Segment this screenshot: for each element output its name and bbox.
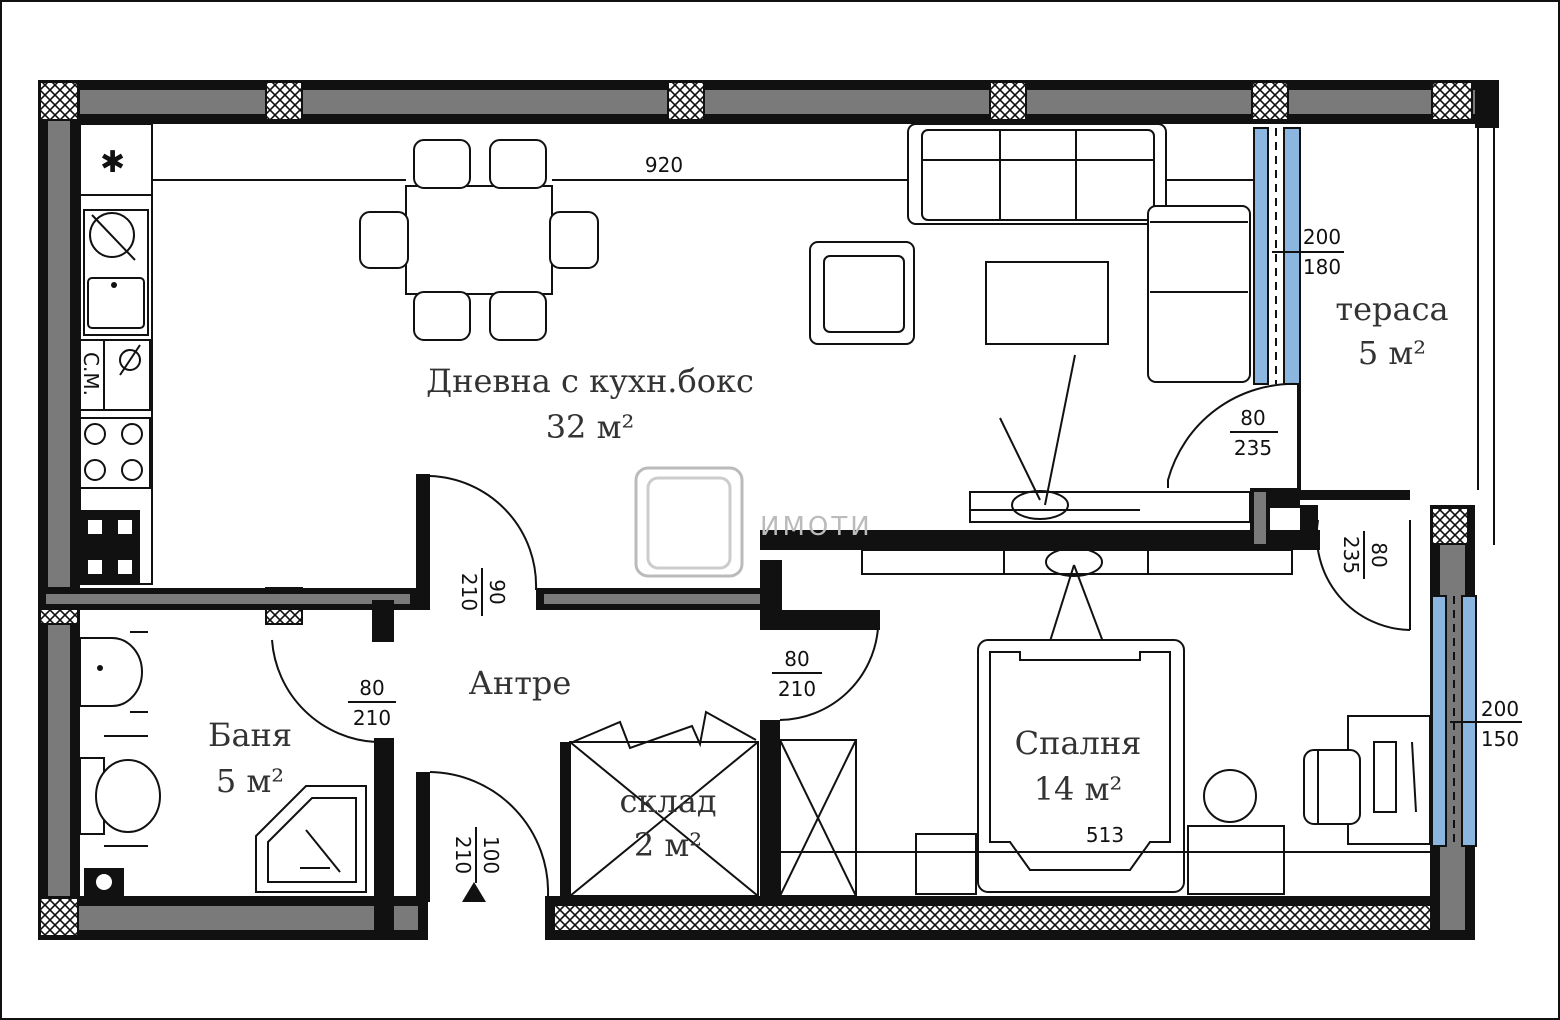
watermark: ИМОТИ bbox=[760, 512, 873, 542]
windows bbox=[1253, 127, 1477, 847]
storage-fixtures bbox=[567, 710, 857, 897]
door-bath-bottom: 210 bbox=[353, 706, 391, 730]
storage-area: 2 м² bbox=[634, 826, 702, 864]
interior-walls bbox=[38, 474, 1410, 938]
entry-name: Антре bbox=[469, 664, 572, 702]
bedroom-width-label: 513 bbox=[1086, 823, 1124, 847]
living-room-name: Дневна с кухн.бокс bbox=[426, 362, 754, 400]
bathroom-fixtures bbox=[79, 631, 367, 896]
door-bedroom-terrace-top: 80 bbox=[1367, 542, 1391, 567]
door-bedroom-top: 80 bbox=[784, 647, 809, 671]
living-furniture bbox=[634, 123, 1251, 578]
window-bedroom-bottom: 150 bbox=[1481, 727, 1519, 751]
terrace-name: тераса bbox=[1335, 290, 1448, 328]
bath-area: 5 м² bbox=[216, 762, 284, 800]
bedroom-name: Спалня bbox=[1015, 724, 1142, 762]
fridge-icon: ✱ bbox=[100, 145, 125, 180]
door-terrace-top: 80 bbox=[1240, 406, 1265, 430]
door-entrance-top: 100 bbox=[479, 836, 503, 874]
window-bedroom-top: 200 bbox=[1481, 697, 1519, 721]
door-living-bottom: 210 bbox=[457, 573, 481, 611]
door-bath-top: 80 bbox=[359, 676, 384, 700]
bath-name: Баня bbox=[208, 716, 292, 754]
entrance-arrow-icon bbox=[462, 882, 486, 902]
terrace-area: 5 м² bbox=[1358, 334, 1426, 372]
bedroom-furniture: 513 bbox=[780, 547, 1431, 895]
kitchen: ✱ С.М. bbox=[79, 123, 153, 585]
doors bbox=[271, 382, 1411, 897]
bedroom-area: 14 м² bbox=[1034, 770, 1123, 808]
window-living-top: 200 bbox=[1303, 225, 1341, 249]
door-living-top: 90 bbox=[485, 579, 509, 604]
storage-name: склад bbox=[619, 782, 716, 820]
door-bedroom-bottom: 210 bbox=[778, 677, 816, 701]
door-entrance-bottom: 210 bbox=[451, 836, 475, 874]
washing-machine-label: С.М. bbox=[79, 352, 103, 396]
room-labels: Дневна с кухн.бокс 32 м² тераса 5 м² Ант… bbox=[208, 290, 1449, 864]
window-living-bottom: 180 bbox=[1303, 255, 1341, 279]
terrace-railing bbox=[1299, 128, 1495, 545]
door-terrace-bottom: 235 bbox=[1234, 436, 1272, 460]
opening-dimensions: 200 180 80 235 80 235 90 210 80 210 80 2… bbox=[348, 225, 1522, 883]
dining-table bbox=[359, 139, 599, 341]
door-bedroom-terrace-bottom: 235 bbox=[1339, 536, 1363, 574]
living-room-area: 32 м² bbox=[546, 408, 635, 446]
living-width-label: 920 bbox=[645, 153, 683, 177]
